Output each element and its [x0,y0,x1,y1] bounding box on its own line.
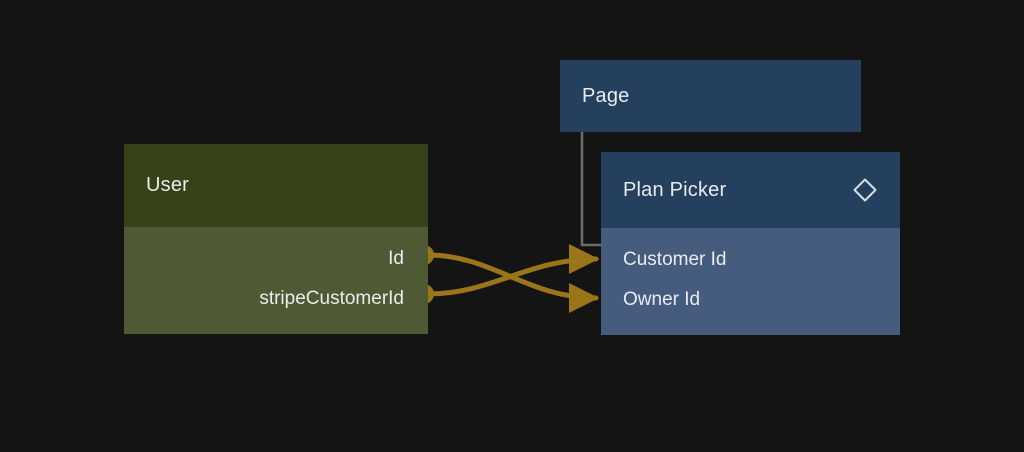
field-label-id: Id [388,248,404,269]
edge-page-to-plan-picker [580,130,603,247]
edge-stripecustomerid-to-customer-id [425,244,599,297]
node-user-fields: Id stripeCustomerId [124,227,428,334]
field-row-customer-id[interactable]: Customer Id [601,240,900,280]
field-row-stripecustomerid[interactable]: stripeCustomerId [124,279,428,319]
edge-id-to-owner-id [425,252,599,313]
node-plan-picker-title: Plan Picker [623,178,727,201]
node-user-title: User [146,174,190,196]
node-page-title: Page [582,84,630,107]
node-page-header: Page [560,60,861,132]
field-row-owner-id[interactable]: Owner Id [601,280,900,320]
node-user-header: User [124,144,428,227]
field-label-customer-id: Customer Id [623,249,727,270]
node-page[interactable]: Page [560,60,861,132]
diamond-icon [853,178,877,202]
node-plan-picker[interactable]: Plan Picker Customer Id Owner Id [601,152,900,335]
node-plan-picker-header: Plan Picker [601,152,900,228]
node-plan-picker-fields: Customer Id Owner Id [601,228,900,335]
field-row-id[interactable]: Id [124,239,428,279]
field-label-owner-id: Owner Id [623,289,701,310]
field-label-stripecustomerid: stripeCustomerId [259,288,404,309]
node-user[interactable]: User Id stripeCustomerId [124,144,428,334]
